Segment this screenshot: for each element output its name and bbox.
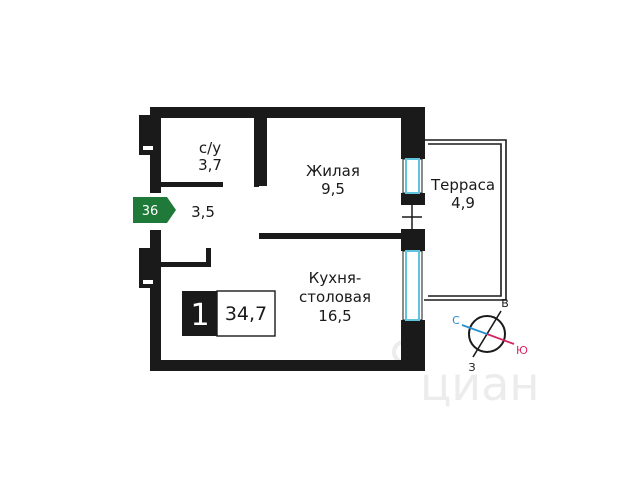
compass-west-arrow [461, 324, 488, 335]
window-kitchen [405, 250, 420, 321]
entrance-arrow-icon [133, 197, 176, 223]
inner-walls [161, 118, 401, 267]
room-area: 3,7 [198, 156, 222, 174]
total-area: 34,7 [225, 303, 267, 325]
room-area: 3,5 [191, 203, 215, 221]
wall-hall-bottom [161, 262, 211, 267]
room-bathroom: с/у 3,7 [198, 139, 222, 174]
room-name: Жилая [306, 162, 360, 180]
wall-hall-stub [206, 248, 211, 267]
rooms-count-box [182, 291, 218, 336]
wall-right-lower [401, 320, 425, 371]
wall-left-lower-niche [139, 248, 153, 288]
compass-label-north: С [452, 314, 460, 327]
compass-east-arrow [486, 333, 515, 345]
wall-living-kitchen [259, 233, 401, 239]
wall-right-middle [401, 193, 425, 205]
room-name: столовая [299, 288, 371, 306]
niche-notch-upper [143, 146, 153, 150]
room-name: с/у [199, 139, 221, 157]
terrace-outline [424, 139, 507, 301]
wall-right-pier [401, 229, 425, 251]
wall-living-left [259, 118, 267, 186]
wall-top [150, 107, 425, 118]
compass: С В Ю З [452, 297, 528, 374]
wall-left-lower [150, 230, 161, 371]
wall-bathroom-right [254, 118, 259, 187]
terrace-door [402, 205, 422, 229]
room-living: Жилая 9,5 [306, 162, 360, 198]
wall-left-upper [150, 107, 161, 193]
room-name: Терраса [430, 176, 495, 194]
room-area: 16,5 [318, 307, 351, 325]
compass-label-east: В [501, 297, 509, 310]
window-living [405, 158, 420, 194]
room-area: 9,5 [321, 180, 345, 198]
niche-notch-lower [143, 280, 153, 284]
room-name: Кухня- [309, 269, 362, 287]
wall-bottom [150, 360, 425, 371]
watermark: циан [392, 340, 539, 411]
compass-ring-icon [468, 315, 506, 353]
apartment-summary: 1 34,7 [182, 290, 276, 337]
room-area: 4,9 [451, 194, 475, 212]
wall-right-upper [401, 107, 425, 159]
rooms-count: 1 [190, 298, 209, 333]
entrance-badge: 36 [133, 197, 176, 223]
compass-label-south: Ю [516, 344, 528, 357]
compass-label-west: З [468, 361, 475, 374]
entrance-badge-label: 36 [142, 204, 159, 219]
room-kitchen: Кухня- столовая 16,5 [299, 269, 371, 325]
windows [402, 158, 423, 321]
room-hall: 3,5 [191, 203, 215, 221]
room-terrace: Терраса 4,9 [430, 176, 495, 212]
total-area-box [216, 290, 276, 337]
wall-bathroom-bottom [161, 182, 223, 187]
wall-left-upper-niche [139, 115, 153, 155]
outer-walls [139, 107, 425, 371]
watermark-text: циан [420, 357, 539, 411]
